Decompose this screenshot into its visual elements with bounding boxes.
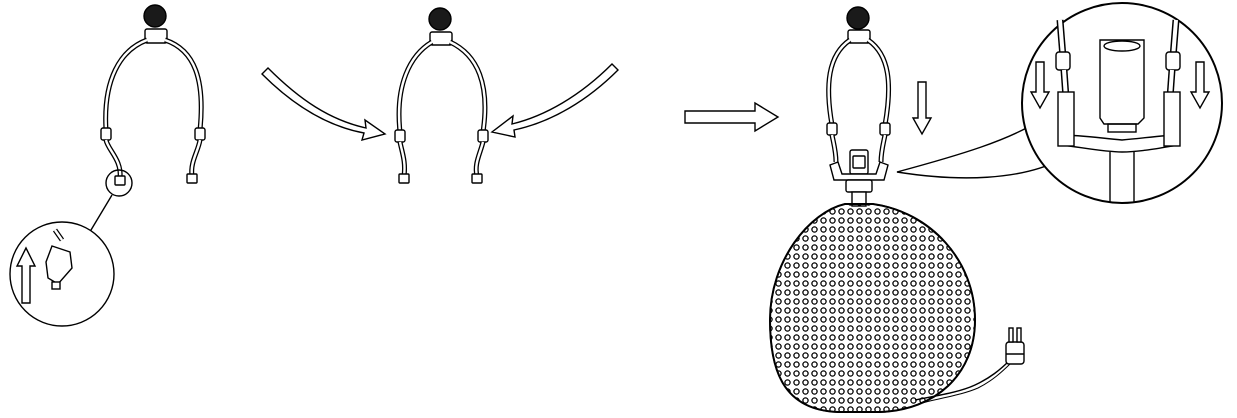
- harp-right-arm: [164, 37, 204, 131]
- down-arrow-icon: [1029, 61, 1051, 110]
- finial-icon: [428, 7, 452, 31]
- harp-saddle: [144, 28, 168, 44]
- down-arrow-icon: [1189, 61, 1211, 110]
- harp-original: [9, 4, 206, 327]
- curved-arrow-icon-right: [490, 63, 619, 138]
- up-arrow-icon: [15, 246, 37, 304]
- down-arrow-icon: [911, 81, 933, 136]
- finial-icon: [143, 4, 167, 28]
- lamp-base-icon: [768, 203, 977, 413]
- lamp-cord: [914, 359, 1011, 401]
- magnifier-small: [105, 169, 133, 197]
- harp-squeezed: [394, 7, 489, 184]
- callout-detail: [1029, 19, 1211, 203]
- curved-arrow-icon: [261, 67, 387, 141]
- plug-icon: [1005, 327, 1025, 365]
- harp-installed-on-lamp: [768, 2, 1223, 413]
- right-arrow-icon: [684, 101, 780, 133]
- finial-icon: [846, 6, 870, 30]
